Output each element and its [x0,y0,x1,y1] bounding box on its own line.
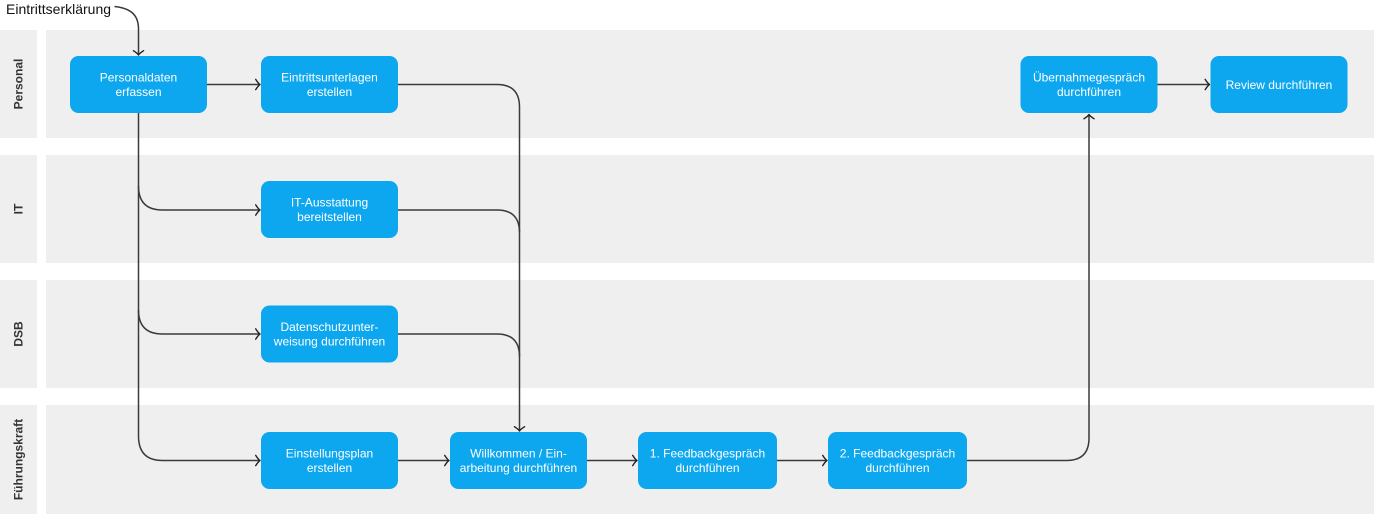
svg-text:Übernahmegespräch: Übernahmegespräch [1033,71,1145,85]
svg-text:Review durchführen: Review durchführen [1226,78,1333,92]
svg-text:Eintrittsunterlagen: Eintrittsunterlagen [281,71,378,85]
svg-text:Willkommen / Ein-: Willkommen / Ein- [470,447,567,461]
svg-text:erstellen: erstellen [307,461,352,475]
svg-text:Führungskraft: Führungskraft [12,419,26,500]
svg-text:Datenschutzunter-: Datenschutzunter- [280,320,378,334]
svg-text:bereitstellen: bereitstellen [297,210,362,224]
svg-text:IT-Ausstattung: IT-Ausstattung [291,196,368,210]
svg-text:Eintrittserklärung: Eintrittserklärung [6,1,111,17]
svg-text:Einstellungsplan: Einstellungsplan [286,447,373,461]
svg-text:durchführen: durchführen [675,461,739,475]
svg-text:1. Feedbackgespräch: 1. Feedbackgespräch [650,447,765,461]
svg-text:arbeitung durchführen: arbeitung durchführen [460,461,577,475]
svg-text:durchführen: durchführen [1057,85,1121,99]
svg-text:Personal: Personal [12,59,26,110]
svg-text:2. Feedbackgespräch: 2. Feedbackgespräch [840,447,955,461]
svg-text:Personaldaten: Personaldaten [100,71,177,85]
svg-text:erstellen: erstellen [307,85,352,99]
svg-text:durchführen: durchführen [865,461,929,475]
svg-text:weisung durchführen: weisung durchführen [273,335,385,349]
svg-text:IT: IT [12,203,26,214]
svg-text:DSB: DSB [12,321,26,347]
svg-text:erfassen: erfassen [115,85,161,99]
